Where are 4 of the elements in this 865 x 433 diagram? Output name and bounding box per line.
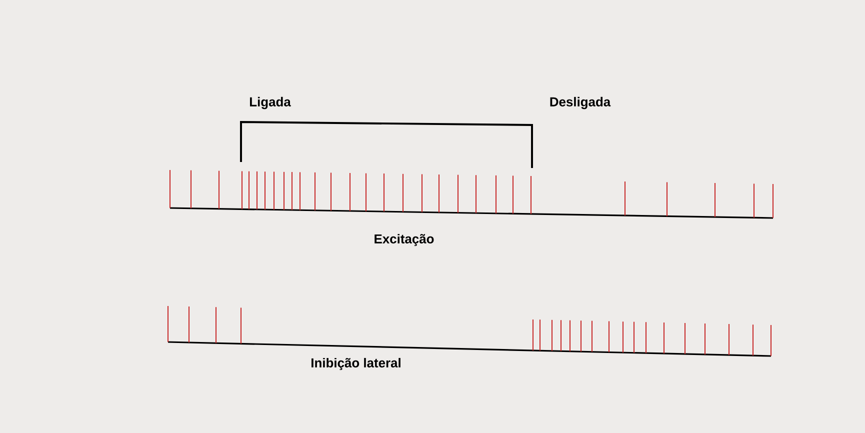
text-label: Excitação (374, 234, 434, 246)
text-label: Ligada (250, 96, 291, 110)
text-label: Inibição lateral (312, 358, 400, 370)
text-label: Desligada (550, 96, 611, 110)
